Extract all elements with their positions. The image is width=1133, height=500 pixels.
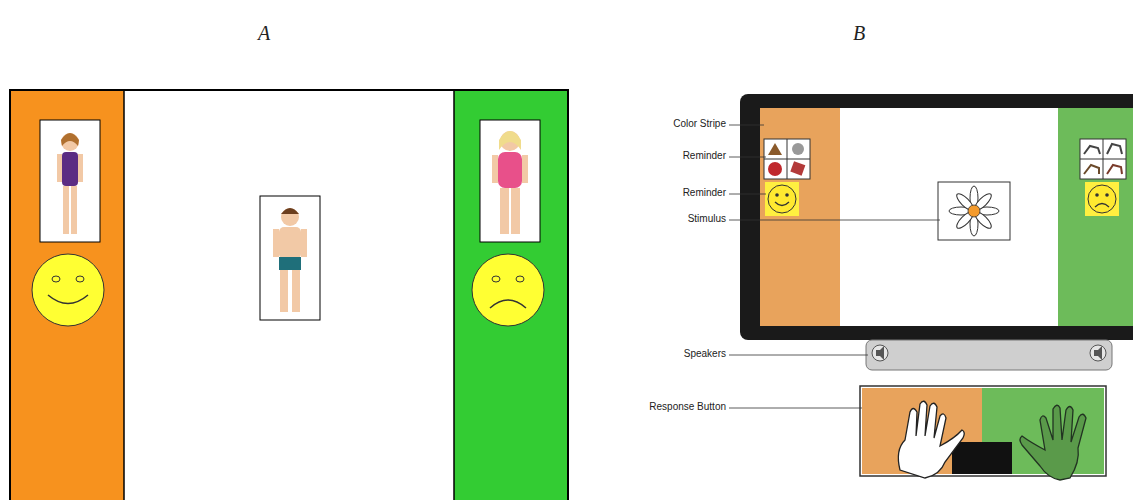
- sad-face: [1085, 182, 1119, 216]
- monitor: [740, 94, 1133, 340]
- panel-a: [10, 90, 568, 500]
- part-name: Speakers: [684, 348, 726, 359]
- part-name: Stimulus: [688, 213, 726, 224]
- happy-face: [32, 254, 104, 326]
- sad-face: [472, 254, 544, 326]
- green-stripe: [1058, 108, 1133, 326]
- child-picture: [480, 120, 540, 242]
- child-picture: [260, 196, 320, 320]
- child-picture: [40, 120, 100, 242]
- panel-b: [729, 94, 1133, 480]
- left-hand: [898, 401, 964, 478]
- orange-stripe: [760, 108, 840, 326]
- part-name: Response Button: [649, 401, 726, 412]
- part-name: Color Stripe: [673, 118, 726, 129]
- right-hand: [1020, 405, 1086, 480]
- green-stripe: [454, 91, 567, 500]
- orange-stripe: [11, 91, 124, 500]
- reminder-grid: [1080, 139, 1126, 179]
- part-name: Reminder: [683, 150, 726, 161]
- screen-frame: [10, 90, 568, 500]
- happy-face: [765, 182, 799, 216]
- reminder-grid: [764, 139, 810, 179]
- speaker-bar: [866, 340, 1112, 370]
- panel-letter: A: [258, 22, 270, 45]
- stimulus-flower: [938, 182, 1010, 240]
- part-name: Reminder: [683, 187, 726, 198]
- monitor-screen: [760, 108, 1133, 326]
- panel-letter: B: [853, 22, 865, 45]
- leader-lines: [729, 125, 940, 408]
